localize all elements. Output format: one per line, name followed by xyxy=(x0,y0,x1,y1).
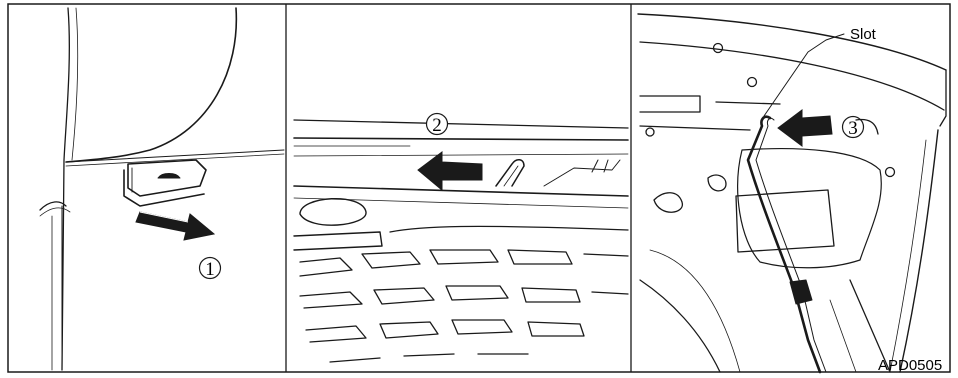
step-1-number: 1 xyxy=(205,259,215,280)
slot-label: Slot xyxy=(850,26,877,43)
figure-code: APD0505 xyxy=(878,357,942,374)
step-3-number: 3 xyxy=(848,118,858,139)
step-2-number: 2 xyxy=(432,115,442,136)
